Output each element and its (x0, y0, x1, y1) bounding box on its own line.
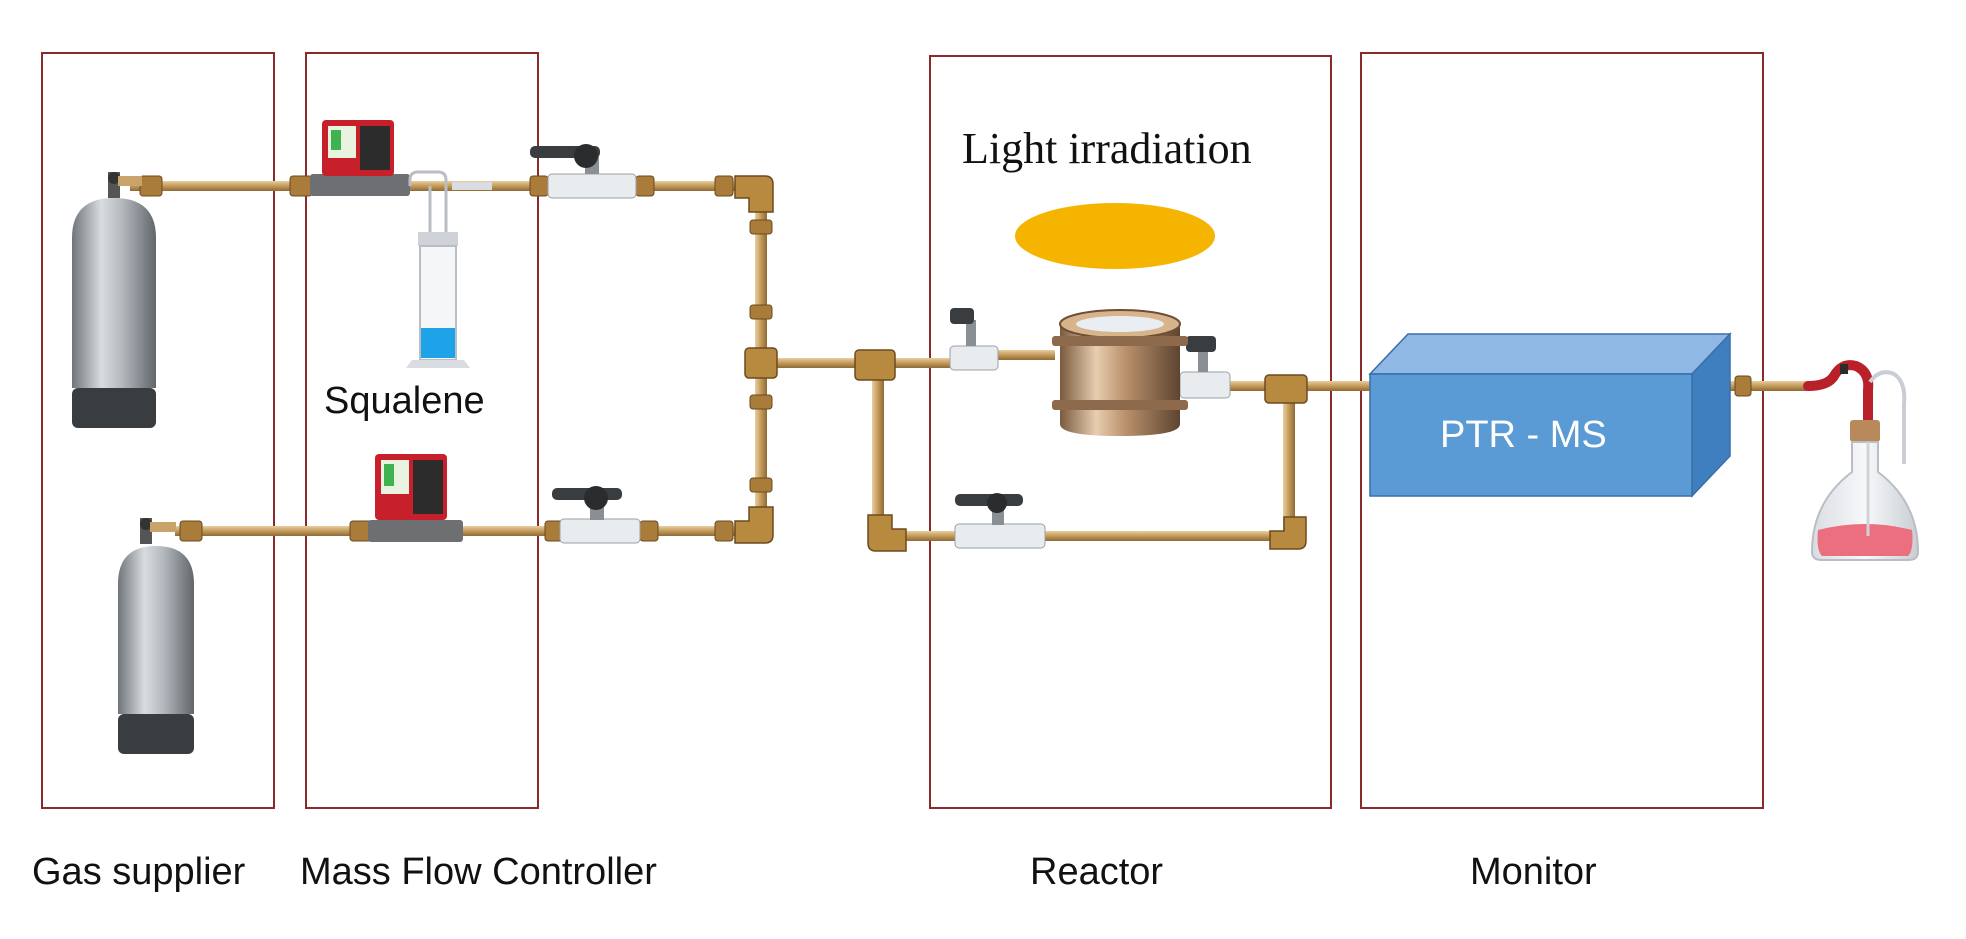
reactor-section-box (929, 55, 1332, 809)
upper-mfc-valve (530, 144, 637, 199)
monitor-label: Monitor (1470, 851, 1597, 893)
reactor-inlet-valve (949, 308, 999, 371)
pipe-fittings (139, 175, 1752, 542)
monitor-section-box (1360, 52, 1764, 809)
elbow-and-tee-fittings (734, 175, 1308, 552)
lower-mfc-valve (552, 486, 641, 544)
light-irradiation-label: Light irradiation (962, 124, 1252, 173)
bypass-valve (954, 493, 1046, 549)
ptr-ms-instrument-box (1368, 332, 1732, 498)
light-source-ellipse (1015, 203, 1215, 269)
squalene-label: Squalene (324, 380, 485, 422)
mass-flow-controller-section-box (305, 52, 539, 809)
reactor-label: Reactor (1030, 851, 1164, 893)
squalene-bubbler-bottle (406, 170, 492, 368)
gas-supplier-label: Gas supplier (32, 851, 246, 893)
ptr-ms-label: PTR - MS (1440, 414, 1607, 456)
lower-gas-cylinder (118, 518, 194, 754)
exhaust-trap-flask (1803, 360, 1920, 561)
mass-flow-controller-label: Mass Flow Controller (300, 851, 657, 893)
reactor-outlet-valve (1179, 336, 1231, 399)
photo-reactor-vessel (1052, 309, 1188, 436)
upper-gas-cylinder (72, 172, 156, 428)
gas-supplier-section-box (41, 52, 275, 809)
upper-mass-flow-controller (310, 120, 410, 196)
lower-mass-flow-controller (368, 454, 463, 542)
